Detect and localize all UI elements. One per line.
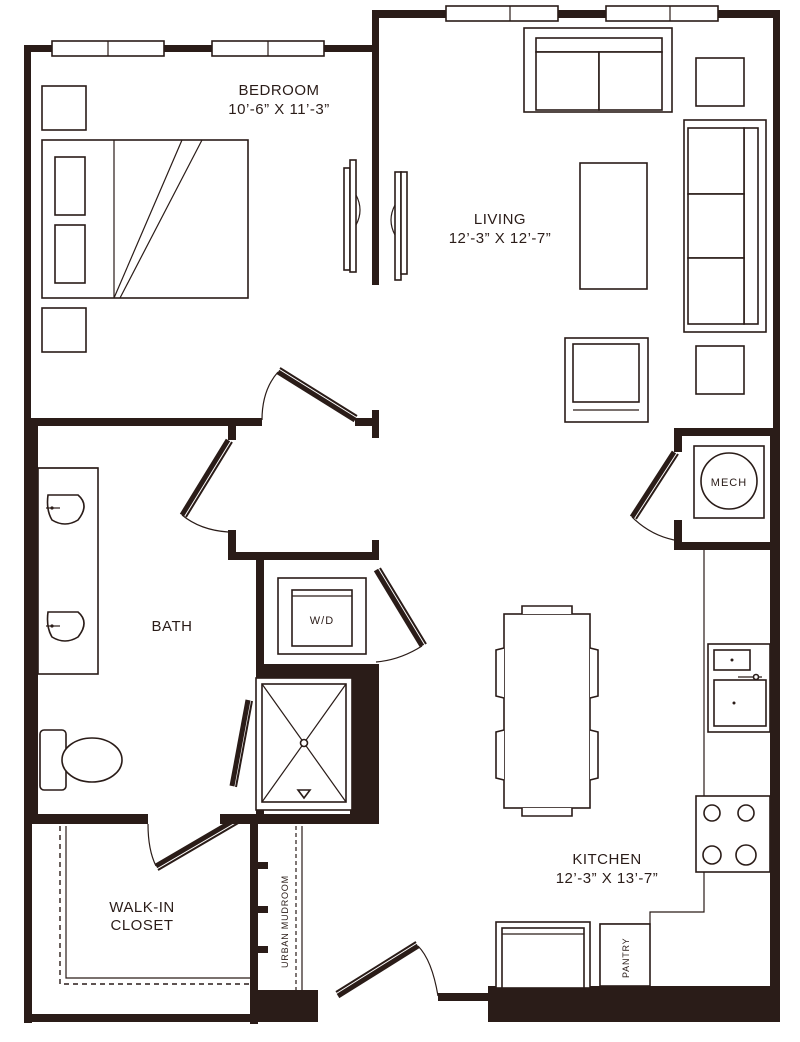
cooktop-icon [695, 795, 771, 873]
laundry: W/D [277, 567, 427, 663]
living-name: LIVING [474, 211, 526, 228]
bath: BATH [37, 438, 353, 811]
walk-in-closet: WALK-IN CLOSET [59, 815, 250, 985]
closet-name-line1: WALK-IN [109, 899, 174, 916]
walls [24, 10, 780, 1024]
shower-icon [255, 677, 353, 811]
bath-name: BATH [152, 618, 193, 635]
side-table-bottom [695, 345, 745, 395]
armchair-icon [564, 337, 649, 423]
pantry: PANTRY [599, 923, 651, 987]
kitchen-sink-icon [707, 643, 771, 733]
loveseat-icon [523, 27, 673, 113]
toilet-icon [39, 729, 123, 791]
side-table-top [695, 57, 745, 107]
refrigerator-icon [495, 921, 591, 989]
kitchen-name: KITCHEN [572, 851, 641, 868]
bed-icon [41, 139, 249, 299]
pantry-label: PANTRY [621, 938, 631, 978]
nightstand-top [41, 85, 87, 131]
coffee-table [579, 162, 648, 290]
windows [51, 5, 719, 57]
nightstand-bottom [41, 307, 87, 353]
living: LIVING 12’-3” X 12’-7” [449, 27, 767, 423]
bedroom-size: 10’-6” X 11’-3” [228, 101, 329, 118]
kitchen-size: 12’-3” X 13’-7” [556, 870, 659, 887]
entry-door [335, 941, 439, 999]
sofa-icon [683, 119, 767, 333]
bedroom: BEDROOM 10’-6” X 11’-3” [41, 82, 408, 423]
mudroom-label: URBAN MUDROOM [280, 875, 290, 968]
washer-dryer-label: W/D [310, 615, 334, 627]
sink-icon-top [46, 494, 85, 525]
living-size: 12’-3” X 12’-7” [449, 230, 552, 247]
mech-label: MECH [711, 477, 747, 489]
sink-icon-bottom [46, 611, 85, 642]
island-icon [495, 605, 599, 817]
closet-name-line2: CLOSET [110, 917, 173, 934]
bedroom-name: BEDROOM [238, 82, 319, 99]
kitchen: PANTRY KITCHEN 12’-3” X 13’-7” [495, 550, 771, 989]
mech-closet: MECH [629, 445, 765, 541]
urban-mudroom: URBAN MUDROOM [258, 826, 303, 990]
